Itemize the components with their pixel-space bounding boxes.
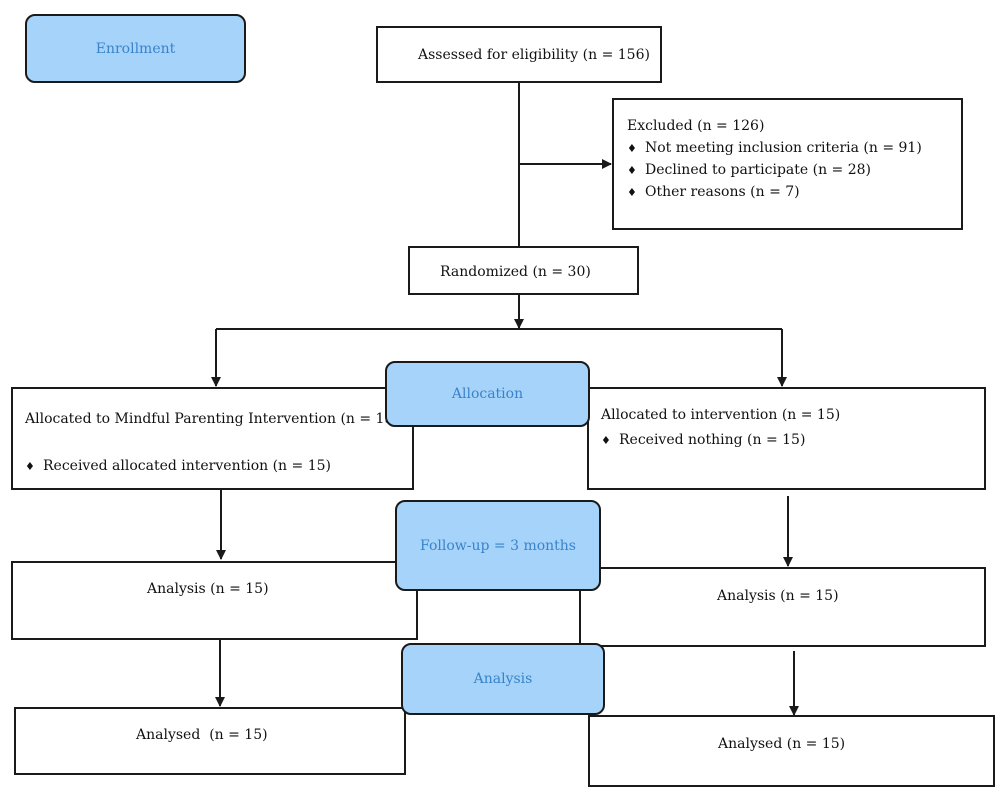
randomized-text: Randomized (n = 30) [440,264,591,280]
left-received-label: Received allocated intervention (n = 15) [43,458,331,474]
excluded-item: ♦ Not meeting inclusion criteria (n = 91) [627,137,922,160]
excluded-item: ♦ Declined to participate (n = 28) [627,159,871,182]
excluded-item-label: Other reasons (n = 7) [645,184,800,200]
left-analysed-box: Analysed (n = 15) [14,707,406,775]
bullet-icon: ♦ [627,164,637,177]
right-received-label: Received nothing (n = 15) [619,432,806,448]
enrollment-stage: Enrollment [25,14,246,83]
left-allocated-text: Allocated to Mindful Parenting Intervent… [25,411,399,427]
bullet-icon: ♦ [601,434,611,447]
follow-up-stage: Follow-up = 3 months [395,500,601,591]
assessed-box: Assessed for eligibility (n = 156) [376,26,662,83]
right-allocated-text: Allocated to intervention (n = 15) [601,407,841,423]
excluded-title: Excluded (n = 126) [627,118,765,134]
left-allocated-box: Allocated to Mindful Parenting Intervent… [11,387,414,490]
right-analysed-text: Analysed (n = 15) [718,736,846,752]
right-allocated-box: Allocated to intervention (n = 15) ♦ Rece… [587,387,986,490]
bullet-icon: ♦ [25,460,35,473]
analysis-stage: Analysis [401,643,605,715]
allocation-stage: Allocation [385,361,590,427]
right-analysed-box: Analysed (n = 15) [588,715,995,787]
right-received-item: ♦ Received nothing (n = 15) [601,429,805,452]
left-received-item: ♦ Received allocated intervention (n = 15… [25,455,331,478]
bullet-icon: ♦ [627,186,637,199]
bullet-icon: ♦ [627,142,637,155]
excluded-item: ♦ Other reasons (n = 7) [627,181,800,204]
excluded-item-label: Declined to participate (n = 28) [645,162,872,178]
right-followup-box: Analysis (n = 15) [579,567,986,647]
excluded-item-label: Not meeting inclusion criteria (n = 91) [645,140,922,156]
left-analysed-text: Analysed (n = 15) [136,727,268,743]
left-followup-text: Analysis (n = 15) [147,581,269,597]
excluded-box: Excluded (n = 126) ♦ Not meeting inclusio… [612,98,963,230]
randomized-box: Randomized (n = 30) [408,246,639,295]
assessed-text: Assessed for eligibility (n = 156) [418,47,650,63]
right-followup-text: Analysis (n = 15) [717,588,839,604]
left-followup-box: Analysis (n = 15) [11,561,418,640]
